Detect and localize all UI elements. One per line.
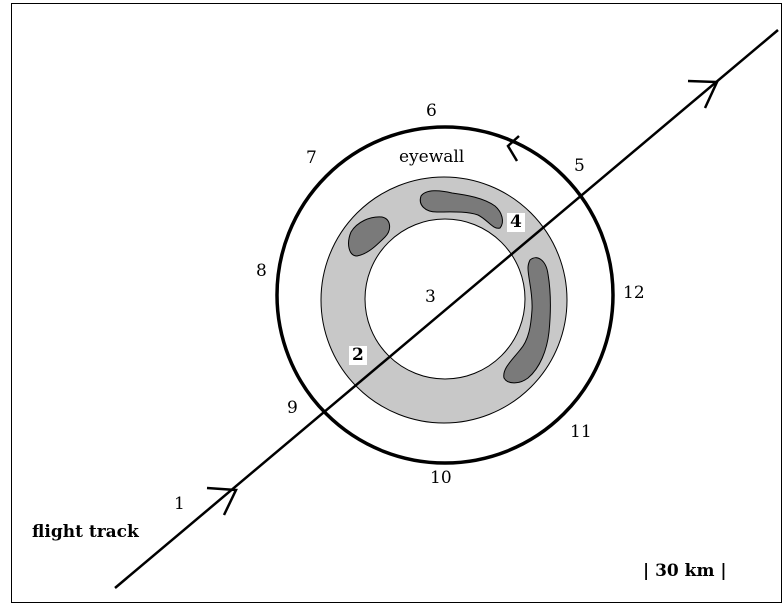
diagram-frame (11, 3, 782, 603)
point-label-9: 9 (287, 398, 298, 418)
point-label-10: 10 (430, 468, 452, 488)
convective-cell-right (503, 257, 551, 384)
point-label-8: 8 (256, 261, 267, 281)
point-label-4: 4 (507, 213, 525, 232)
point-label-6: 6 (426, 101, 437, 121)
circulation-arrow (506, 135, 520, 162)
point-label-11: 11 (570, 422, 592, 442)
flight-track-label: flight track (32, 522, 139, 542)
flight-track-line (114, 29, 779, 589)
point-label-1: 1 (174, 494, 185, 514)
outer-circle (275, 125, 615, 465)
point-label-2: 2 (349, 346, 367, 365)
point-label-5: 5 (574, 156, 585, 176)
eye (364, 218, 526, 380)
point-label-7: 7 (306, 148, 317, 168)
track-arrow-lower (206, 486, 238, 516)
convective-cell-top (419, 190, 503, 229)
scale-bar-label: | 30 km | (643, 561, 727, 581)
point-label-3: 3 (425, 287, 436, 307)
point-label-12: 12 (623, 283, 645, 303)
eyewall-label: eyewall (399, 147, 465, 167)
convective-cell-left (348, 216, 390, 257)
track-arrow-upper (687, 79, 719, 109)
